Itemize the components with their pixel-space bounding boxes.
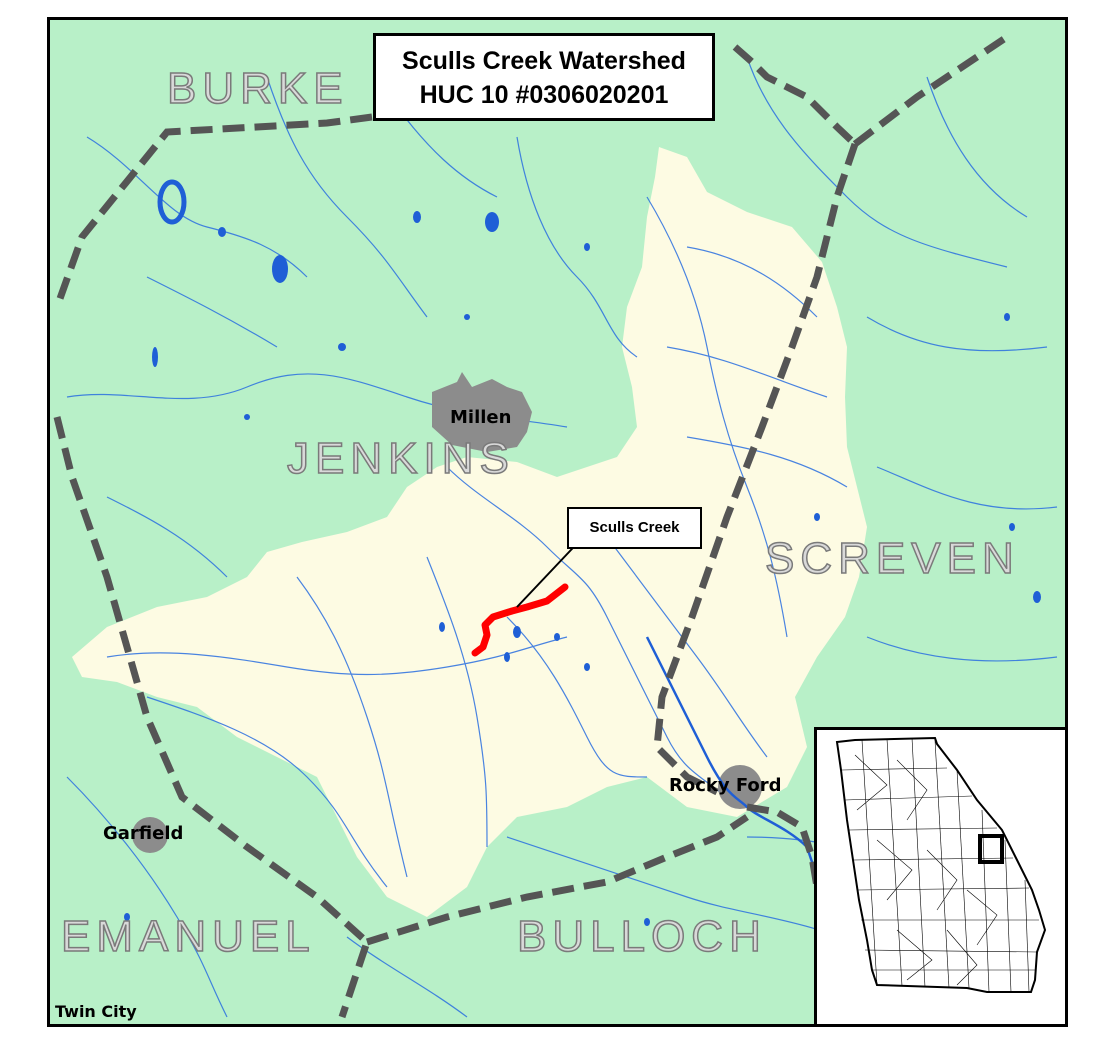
- georgia-inset-map: [814, 727, 1068, 1027]
- place-label-garfield: Garfield: [103, 823, 184, 844]
- place-label-twin-city: Twin City: [55, 1002, 137, 1021]
- river: [645, 636, 819, 878]
- watershed-locator-box: [978, 834, 1004, 864]
- water-bodies: [124, 179, 1041, 951]
- place-label-rocky-ford: Rocky Ford: [669, 775, 782, 796]
- place-label-millen: Millen: [450, 407, 512, 428]
- millen-city-area: [432, 372, 532, 452]
- sculls-creek-callout: Sculls Creek: [567, 507, 702, 549]
- county-boundaries: [53, 34, 1009, 1019]
- sculls-creek-segment: [471, 583, 569, 657]
- map-title-box: Sculls Creek Watershed HUC 10 #030602020…: [373, 33, 715, 121]
- garfield-city-area: [132, 817, 168, 853]
- county-label-jenkins: JENKINS: [286, 434, 515, 483]
- map-title-line2: HUC 10 #0306020201: [419, 81, 669, 109]
- map-title-line1: Sculls Creek Watershed: [402, 47, 686, 75]
- watershed-area: [72, 147, 867, 917]
- rocky-ford-city-area: [718, 765, 762, 809]
- georgia-state-outline: [835, 736, 1047, 993]
- county-label-bulloch: BULLOCH: [516, 912, 767, 961]
- georgia-locator-icon: [835, 736, 1047, 993]
- county-label-emanuel: EMANUEL: [60, 912, 316, 961]
- city-areas: [132, 372, 762, 853]
- county-label-burke: BURKE: [166, 64, 349, 113]
- county-label-screven: SCREVEN: [764, 534, 1020, 583]
- county-grid: [841, 737, 1039, 993]
- map-frame: Sculls Creek Watershed HUC 10 #030602020…: [47, 17, 1068, 1027]
- map-canvas: [47, 17, 1068, 1027]
